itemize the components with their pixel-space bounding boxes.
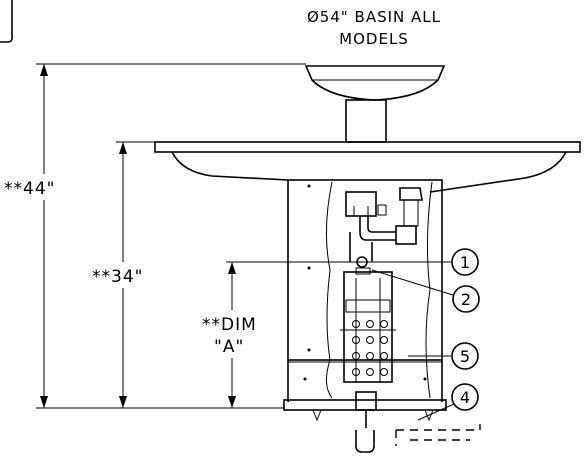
rim-height-label: **34" xyxy=(92,267,143,287)
dim-a-label-line-1: **DIM xyxy=(202,315,257,335)
sprayhead xyxy=(304,65,446,143)
dimension-lines xyxy=(36,63,448,409)
svg-text:4: 4 xyxy=(460,388,470,407)
callout-1: 1 xyxy=(448,248,479,276)
pedestal-housing xyxy=(283,179,447,422)
svg-text:2: 2 xyxy=(461,290,471,309)
title-line-2: MODELS xyxy=(339,30,409,48)
basin xyxy=(154,141,581,193)
internal-valve-assembly xyxy=(340,187,423,383)
overall-height-label: **44" xyxy=(4,179,55,199)
callout-4: 4 xyxy=(417,383,479,421)
svg-text:5: 5 xyxy=(460,347,470,366)
dim-a-label-line-2: "A" xyxy=(214,337,244,357)
svg-text:1: 1 xyxy=(460,253,470,272)
drain-outlet xyxy=(355,391,481,453)
callout-5: 5 xyxy=(408,342,479,370)
title-line-1: Ø54" BASIN ALL xyxy=(307,8,441,26)
frame-corner xyxy=(0,0,13,43)
callout-2: 2 xyxy=(371,269,480,313)
